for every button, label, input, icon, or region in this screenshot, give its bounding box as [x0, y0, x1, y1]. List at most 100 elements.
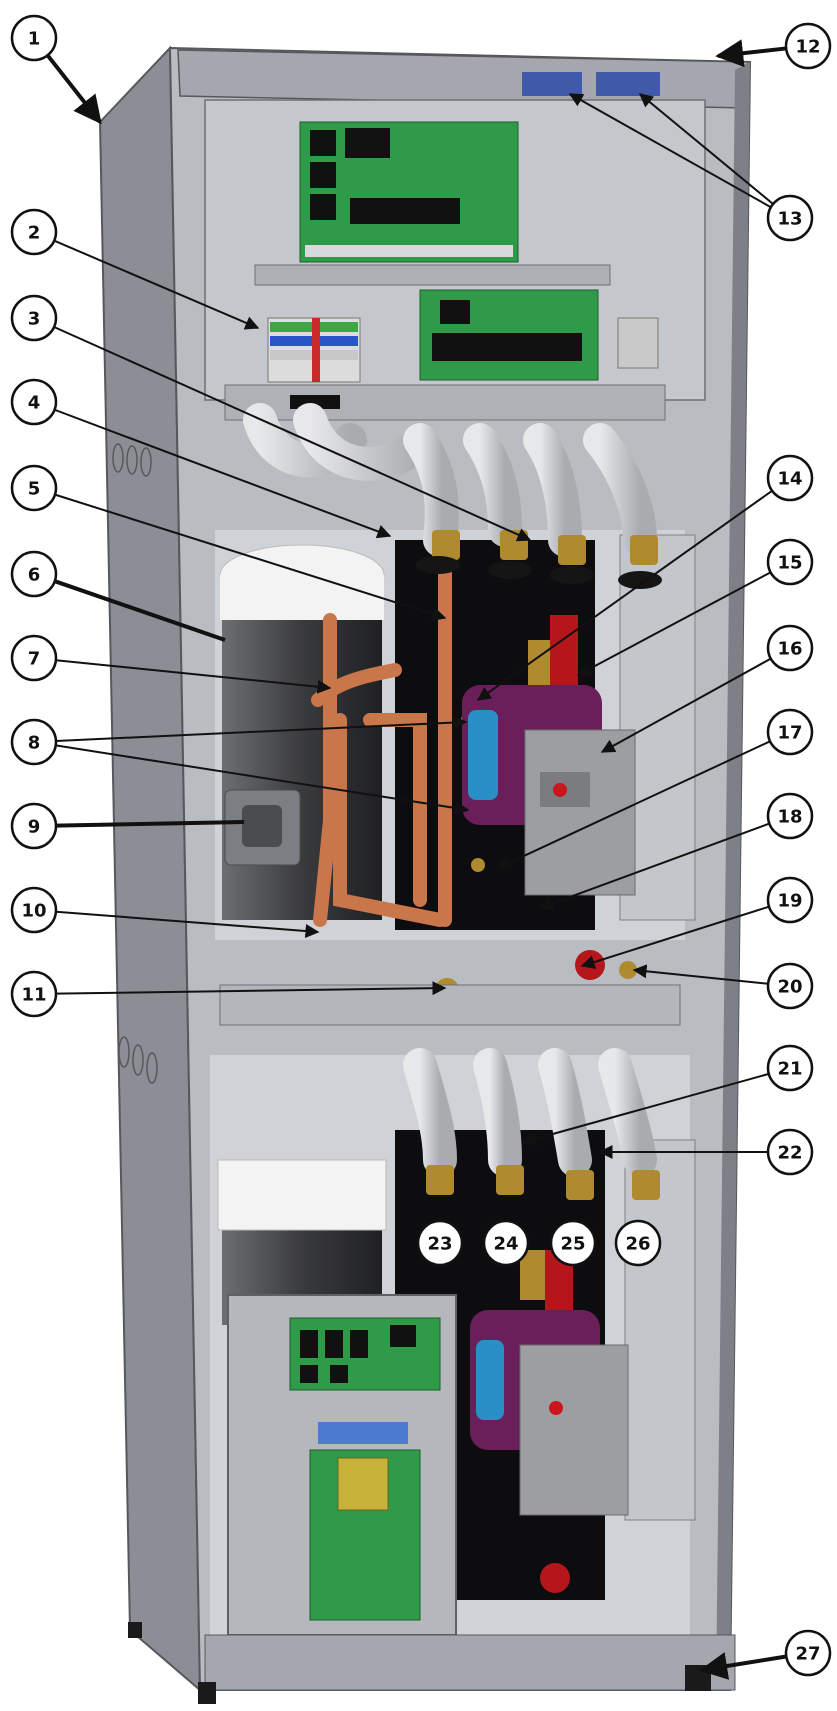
- leader-line-19: [580, 905, 770, 969]
- callout-circle-17: [766, 708, 814, 756]
- leader-line-17: [496, 740, 771, 870]
- callout-circle-18: [766, 792, 814, 840]
- callout-number-5: 5: [28, 479, 41, 500]
- callout-number-12: 12: [795, 37, 820, 58]
- leader-line-8-2: [55, 744, 470, 815]
- callout-21: 21: [766, 1044, 814, 1092]
- callout-10: 10: [10, 886, 58, 934]
- leader-line-21: [522, 1072, 770, 1146]
- callout-number-25: 25: [560, 1234, 585, 1255]
- main-control-board: [299, 121, 519, 263]
- callout-20: 20: [766, 962, 814, 1010]
- callout-number-11: 11: [21, 985, 46, 1006]
- callout-8: 8: [10, 718, 58, 766]
- callout-circle-6: [10, 550, 58, 598]
- din-rail-bar: [254, 264, 611, 286]
- leader-line-13-2: [638, 93, 774, 205]
- lower-pump-control-box: [519, 1344, 629, 1516]
- callout-number-13: 13: [777, 209, 802, 230]
- upper-flanges: [416, 556, 662, 589]
- callout-number-4: 4: [28, 393, 41, 414]
- motorized-valve-face: [242, 805, 282, 847]
- top-cable-entry-left: [522, 72, 582, 96]
- callout-26: 26: [614, 1219, 662, 1267]
- callout-3: 3: [10, 294, 58, 342]
- leader-line-18: [538, 822, 770, 911]
- callout-circle-23: [416, 1219, 464, 1267]
- callout-16: 16: [766, 624, 814, 672]
- lower-tank-white-cap: [217, 1159, 387, 1231]
- callout-number-23: 23: [427, 1234, 452, 1255]
- callout-circle-12: [784, 22, 832, 70]
- callout-6: 6: [10, 550, 58, 598]
- callout-15: 15: [766, 538, 814, 586]
- foot-rear-left: [128, 1622, 142, 1638]
- leader-line-3: [53, 326, 532, 542]
- leader-line-9: [55, 820, 245, 828]
- upper-pump-blue-impeller: [468, 710, 498, 800]
- callout-number-9: 9: [28, 817, 41, 838]
- terminal-block: [267, 317, 361, 383]
- callout-22: 22: [766, 1128, 814, 1176]
- lower-insulated-pipes: [403, 1048, 657, 1177]
- upper-insulated-pipes: [243, 403, 657, 557]
- callout-1: 1: [10, 14, 58, 62]
- callout-number-24: 24: [493, 1234, 518, 1255]
- leader-line-1: [46, 54, 102, 125]
- callout-leader-lines: [46, 39, 787, 1680]
- callout-14: 14: [766, 454, 814, 502]
- lower-pump-blue-impeller: [476, 1340, 504, 1420]
- callout-number-26: 26: [625, 1234, 650, 1255]
- leader-line-8-1: [55, 715, 468, 742]
- callout-circle-19: [766, 876, 814, 924]
- secondary-board-chip: [440, 300, 470, 324]
- lower-hydraulic-module: [204, 1048, 736, 1691]
- callout-number-18: 18: [777, 807, 802, 828]
- callout-circle-22: [766, 1128, 814, 1176]
- leader-line-16: [600, 657, 772, 753]
- callout-number-16: 16: [777, 639, 802, 660]
- callout-circle-5: [10, 464, 58, 512]
- callout-13: 13: [766, 194, 814, 242]
- callout-circle-1: [10, 14, 58, 62]
- callout-circle-11: [10, 970, 58, 1018]
- callout-number-20: 20: [777, 977, 802, 998]
- callout-number-27: 27: [795, 1644, 820, 1665]
- callout-circle-16: [766, 624, 814, 672]
- upper-valve-red: [575, 950, 605, 980]
- upper-expansion-red-cylinder: [550, 615, 578, 685]
- callout-circle-14: [766, 454, 814, 502]
- side-knockouts: [112, 443, 158, 1084]
- callout-number-10: 10: [21, 901, 46, 922]
- callout-circle-9: [10, 802, 58, 850]
- leader-line-4: [54, 408, 392, 539]
- upper-pump-dial: [553, 783, 567, 797]
- door-relay-coils: [300, 1325, 416, 1383]
- upper-tank-body: [222, 600, 382, 920]
- lower-brass-fittings: [426, 1165, 660, 1300]
- board-chip-black: [345, 128, 390, 158]
- leader-line-12: [715, 39, 787, 68]
- callout-23: 23: [416, 1219, 464, 1267]
- leader-line-2: [53, 239, 260, 330]
- leader-line-13-1: [568, 93, 772, 209]
- callout-number-1: 1: [28, 29, 41, 50]
- callout-number-17: 17: [777, 723, 802, 744]
- callout-5: 5: [10, 464, 58, 512]
- foot-front-left: [198, 1682, 216, 1704]
- callout-circle-8: [10, 718, 58, 766]
- callout-circle-2: [10, 208, 58, 256]
- callout-25: 25: [549, 1219, 597, 1267]
- upper-electrical-compartment: [204, 72, 706, 421]
- leader-line-15: [576, 571, 772, 676]
- middle-drip-tray: [219, 984, 681, 1026]
- feet: [128, 1622, 711, 1704]
- callout-circle-10: [10, 886, 58, 934]
- door-transformer: [337, 1457, 389, 1511]
- callout-number-2: 2: [28, 223, 41, 244]
- leader-line-14: [476, 489, 773, 701]
- callout-circle-7: [10, 634, 58, 682]
- leader-line-20: [632, 964, 769, 985]
